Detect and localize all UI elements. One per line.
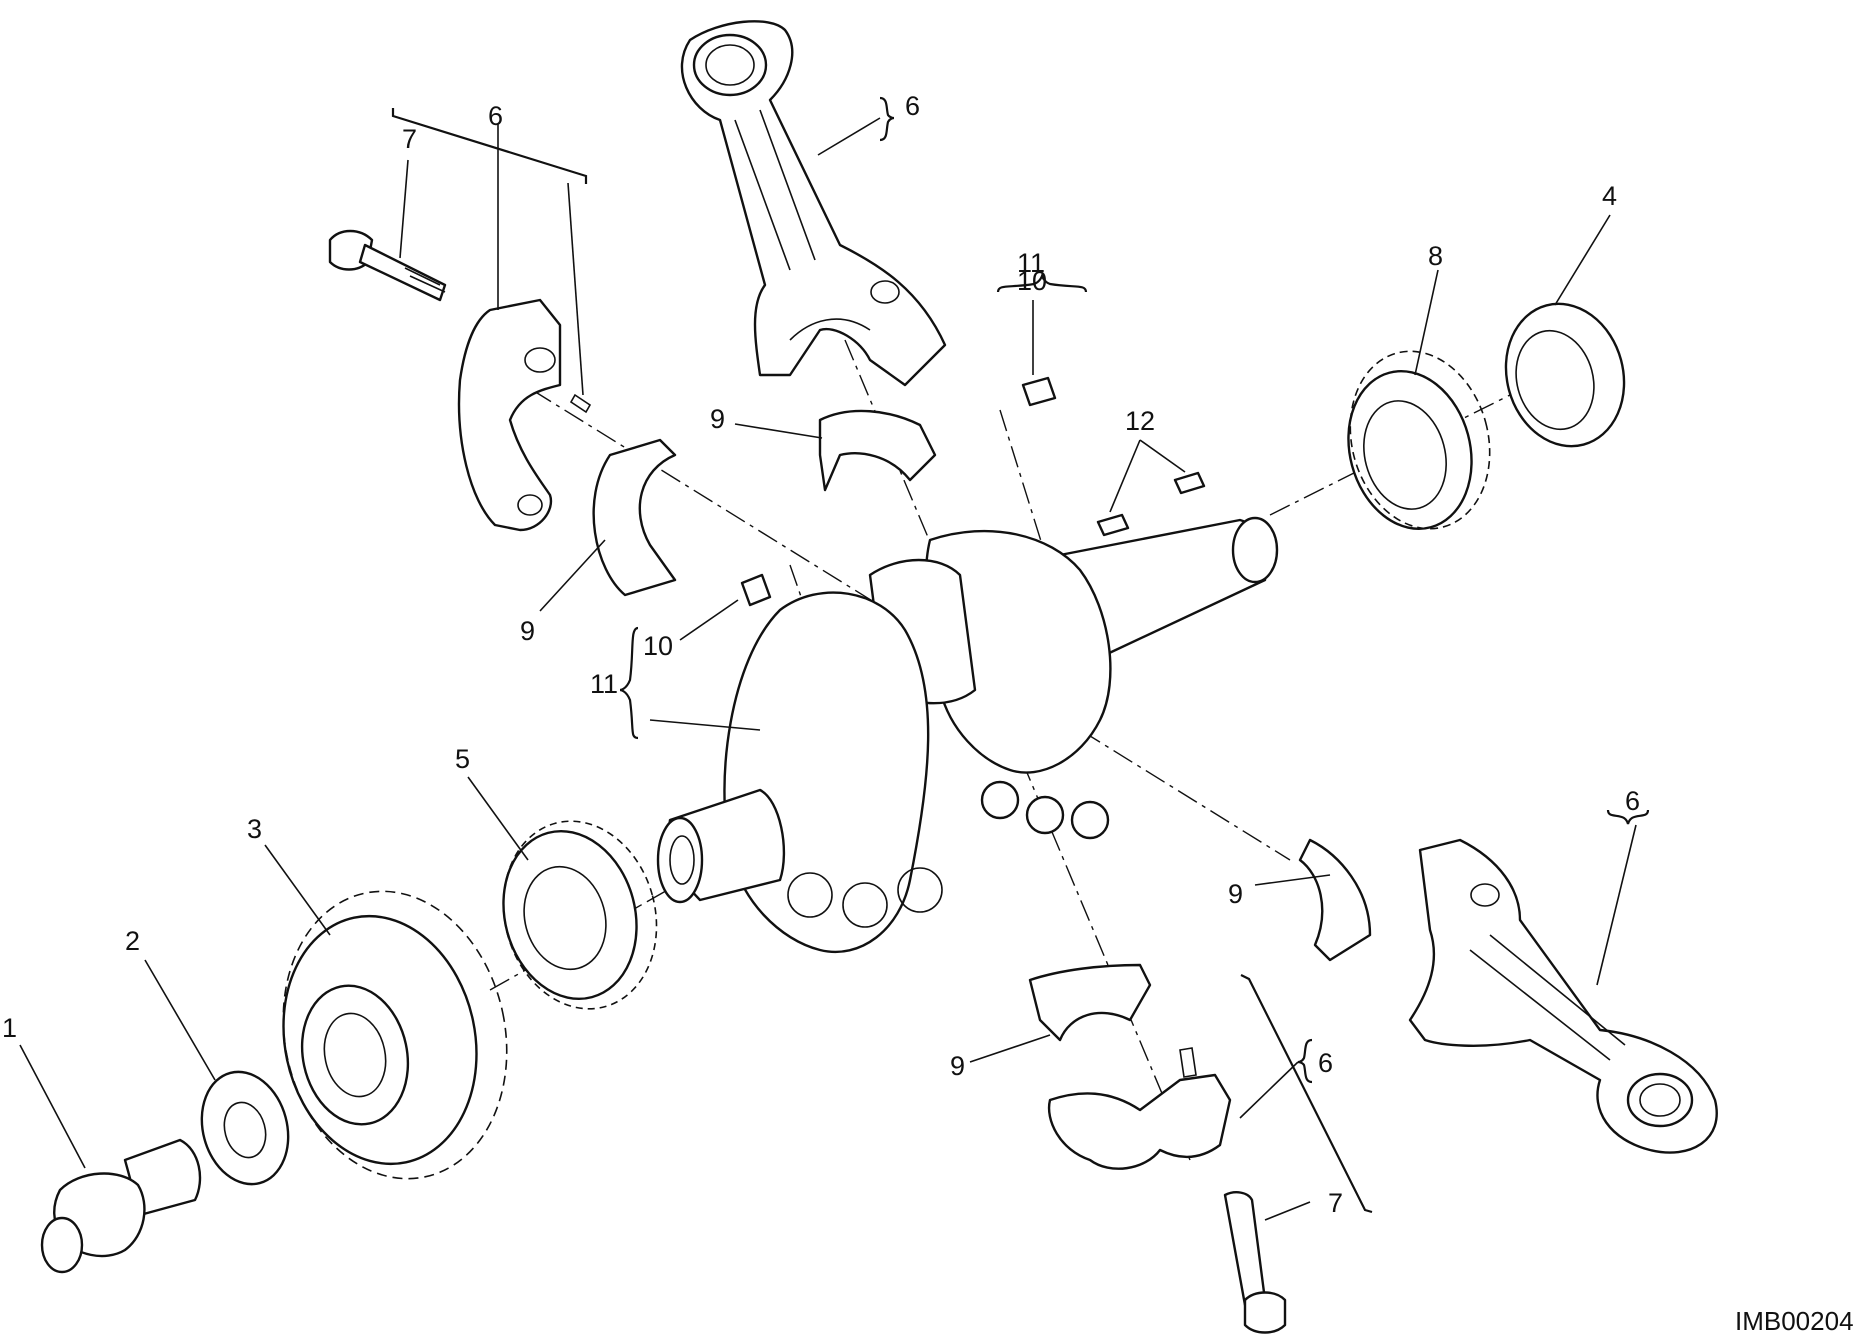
callout-7-top: 7 xyxy=(402,124,417,154)
callout-12: 12 xyxy=(1125,406,1155,436)
top-left-rod-cap xyxy=(457,298,592,532)
ring-nut xyxy=(1504,302,1626,448)
callout-9-right: 9 xyxy=(1228,879,1243,909)
callout-8: 8 xyxy=(1428,241,1443,271)
callout-4: 4 xyxy=(1602,181,1617,211)
callout-6-top-rod: 6 xyxy=(905,91,920,121)
top-rod-bolt xyxy=(328,229,447,302)
brackets xyxy=(391,96,1650,1214)
timing-gear xyxy=(502,820,658,1010)
callout-9-top: 9 xyxy=(710,404,725,434)
callout-10-left: 10 xyxy=(643,631,673,661)
callout-6-right-rod: 6 xyxy=(1625,786,1640,816)
callout-11-top: 11 xyxy=(1017,248,1045,278)
washer xyxy=(200,1070,290,1186)
bottom-rod-bolt xyxy=(1223,1191,1287,1334)
callout-2: 2 xyxy=(125,926,140,956)
callout-10-top: 10 xyxy=(1017,266,1047,296)
callout-7-bottom: 7 xyxy=(1328,1188,1343,1218)
gear-retaining-bolt xyxy=(40,1138,202,1274)
top-connecting-rod xyxy=(680,20,947,387)
callout-9-left: 9 xyxy=(520,616,535,646)
callout-labels: 1 2 3 4 5 6 6 6 6 7 7 8 9 9 9 9 10 10 11… xyxy=(2,91,1854,1336)
callout-1: 1 xyxy=(2,1013,17,1043)
bottom-rod-cap xyxy=(1047,1047,1232,1170)
leader-lines xyxy=(19,117,1637,1221)
bearing-shells xyxy=(592,409,1372,1042)
callout-3: 3 xyxy=(247,814,262,844)
callout-6-top-left: 6 xyxy=(488,101,503,131)
callout-6-bottom-cap: 6 xyxy=(1318,1048,1333,1078)
small-plugs-and-keys xyxy=(740,376,1206,607)
primary-gear xyxy=(282,890,508,1180)
callout-5: 5 xyxy=(455,744,470,774)
sprocket xyxy=(1347,350,1491,531)
right-connecting-rod xyxy=(1408,838,1718,1154)
image-code: IMB00204 xyxy=(1735,1306,1854,1336)
callout-9-bottom: 9 xyxy=(950,1051,965,1081)
crankshaft xyxy=(656,516,1279,953)
callout-11-left: 11 xyxy=(590,669,618,699)
